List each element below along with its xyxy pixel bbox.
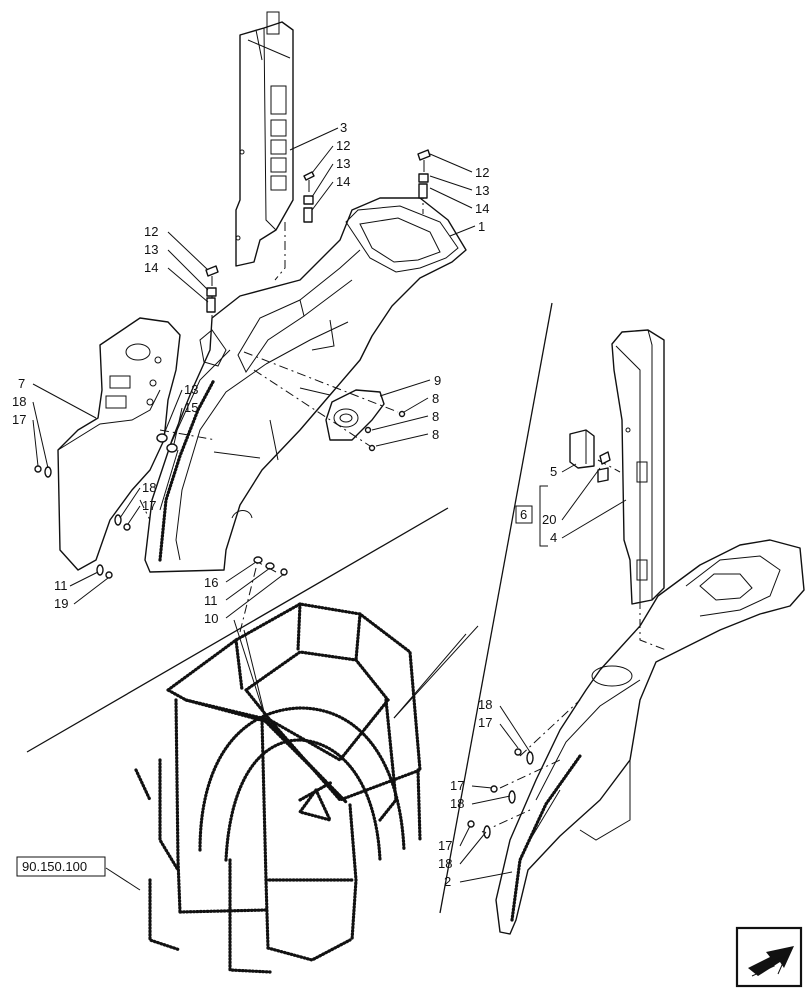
label-12: 12 <box>336 138 350 153</box>
label-18: 18 <box>450 796 464 811</box>
label-18: 18 <box>142 480 156 495</box>
label-7: 7 <box>18 376 25 391</box>
label-17: 17 <box>438 838 452 853</box>
label-5: 5 <box>550 464 557 479</box>
label-12: 12 <box>144 224 158 239</box>
label-4: 4 <box>550 530 557 545</box>
label-8: 8 <box>432 427 439 442</box>
side-trim-panel <box>57 317 181 571</box>
label-9: 9 <box>434 373 441 388</box>
label-17: 17 <box>142 498 156 513</box>
label-10: 10 <box>204 611 218 626</box>
label-3: 3 <box>340 120 347 135</box>
label-13: 13 <box>475 183 489 198</box>
reference-box[interactable]: 90.150.100 <box>16 856 106 877</box>
pillar-trim-right <box>611 329 665 605</box>
label-11: 11 <box>204 593 218 608</box>
label-20: 20 <box>542 512 556 527</box>
label-8: 8 <box>432 391 439 406</box>
label-15: 15 <box>184 400 198 415</box>
rear-console-right <box>495 539 805 935</box>
cab-frame <box>134 602 422 974</box>
leader-lines <box>32 127 627 891</box>
label-13: 13 <box>336 156 350 171</box>
label-16: 16 <box>204 575 218 590</box>
fasteners <box>34 149 611 839</box>
label-13: 13 <box>144 242 158 257</box>
label-8: 8 <box>432 409 439 424</box>
label-14: 14 <box>475 201 489 216</box>
label-19: 19 <box>54 596 68 611</box>
label-18: 18 <box>478 697 492 712</box>
pillar-trim-upper <box>235 11 294 267</box>
label-6: 6 <box>520 507 527 522</box>
label-18: 18 <box>438 856 452 871</box>
group-bracket <box>539 485 548 547</box>
next-page-arrow-icon[interactable] <box>735 926 803 988</box>
label-11: 11 <box>54 578 68 593</box>
callout-labels: 3 12 13 14 12 13 14 1 12 13 14 7 18 17 1… <box>12 120 557 889</box>
label-14: 14 <box>336 174 350 189</box>
label-18: 18 <box>12 394 26 409</box>
label-13: 13 <box>184 382 198 397</box>
rear-console-main <box>144 197 467 573</box>
label-14: 14 <box>144 260 158 275</box>
label-17: 17 <box>478 715 492 730</box>
label-17: 17 <box>12 412 26 427</box>
group-box-6 <box>515 505 533 524</box>
label-2: 2 <box>444 874 451 889</box>
reference-label: 90.150.100 <box>22 859 87 874</box>
label-17: 17 <box>450 778 464 793</box>
cover-plate <box>325 389 385 441</box>
bracket <box>569 429 609 483</box>
label-12: 12 <box>475 165 489 180</box>
label-1: 1 <box>478 219 485 234</box>
